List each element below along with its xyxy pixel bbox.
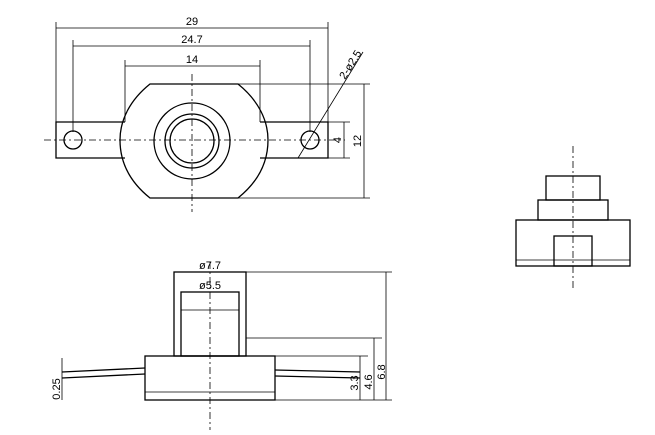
dim-tab-height: 4 — [332, 137, 344, 143]
dim-total-height: 6.8 — [376, 364, 388, 379]
side-view — [515, 146, 631, 288]
dim-hole-spacing: 24.7 — [181, 34, 202, 46]
dim-inner-diameter: ø5.5 — [199, 280, 221, 292]
top-view: 29 24.7 14 2-ø2.5 4 12 — [44, 16, 370, 212]
dim-body-height: 12 — [352, 135, 364, 147]
dim-mid-height: 4.6 — [363, 374, 375, 389]
dim-hole-callout: 2-ø2.5 — [337, 48, 364, 81]
front-view: ø7.7 ø5.5 0.25 3.3 4.6 6.8 — [51, 260, 392, 430]
lead-wire — [61, 367, 146, 373]
dim-overall-width: 29 — [186, 16, 198, 28]
dim-base-height: 3.3 — [349, 375, 361, 390]
dim-lead-thickness: 0.25 — [51, 378, 63, 399]
switch-body-outline — [119, 83, 269, 199]
dim-body-width: 14 — [186, 54, 198, 66]
dim-outer-diameter: ø7.7 — [199, 260, 221, 272]
